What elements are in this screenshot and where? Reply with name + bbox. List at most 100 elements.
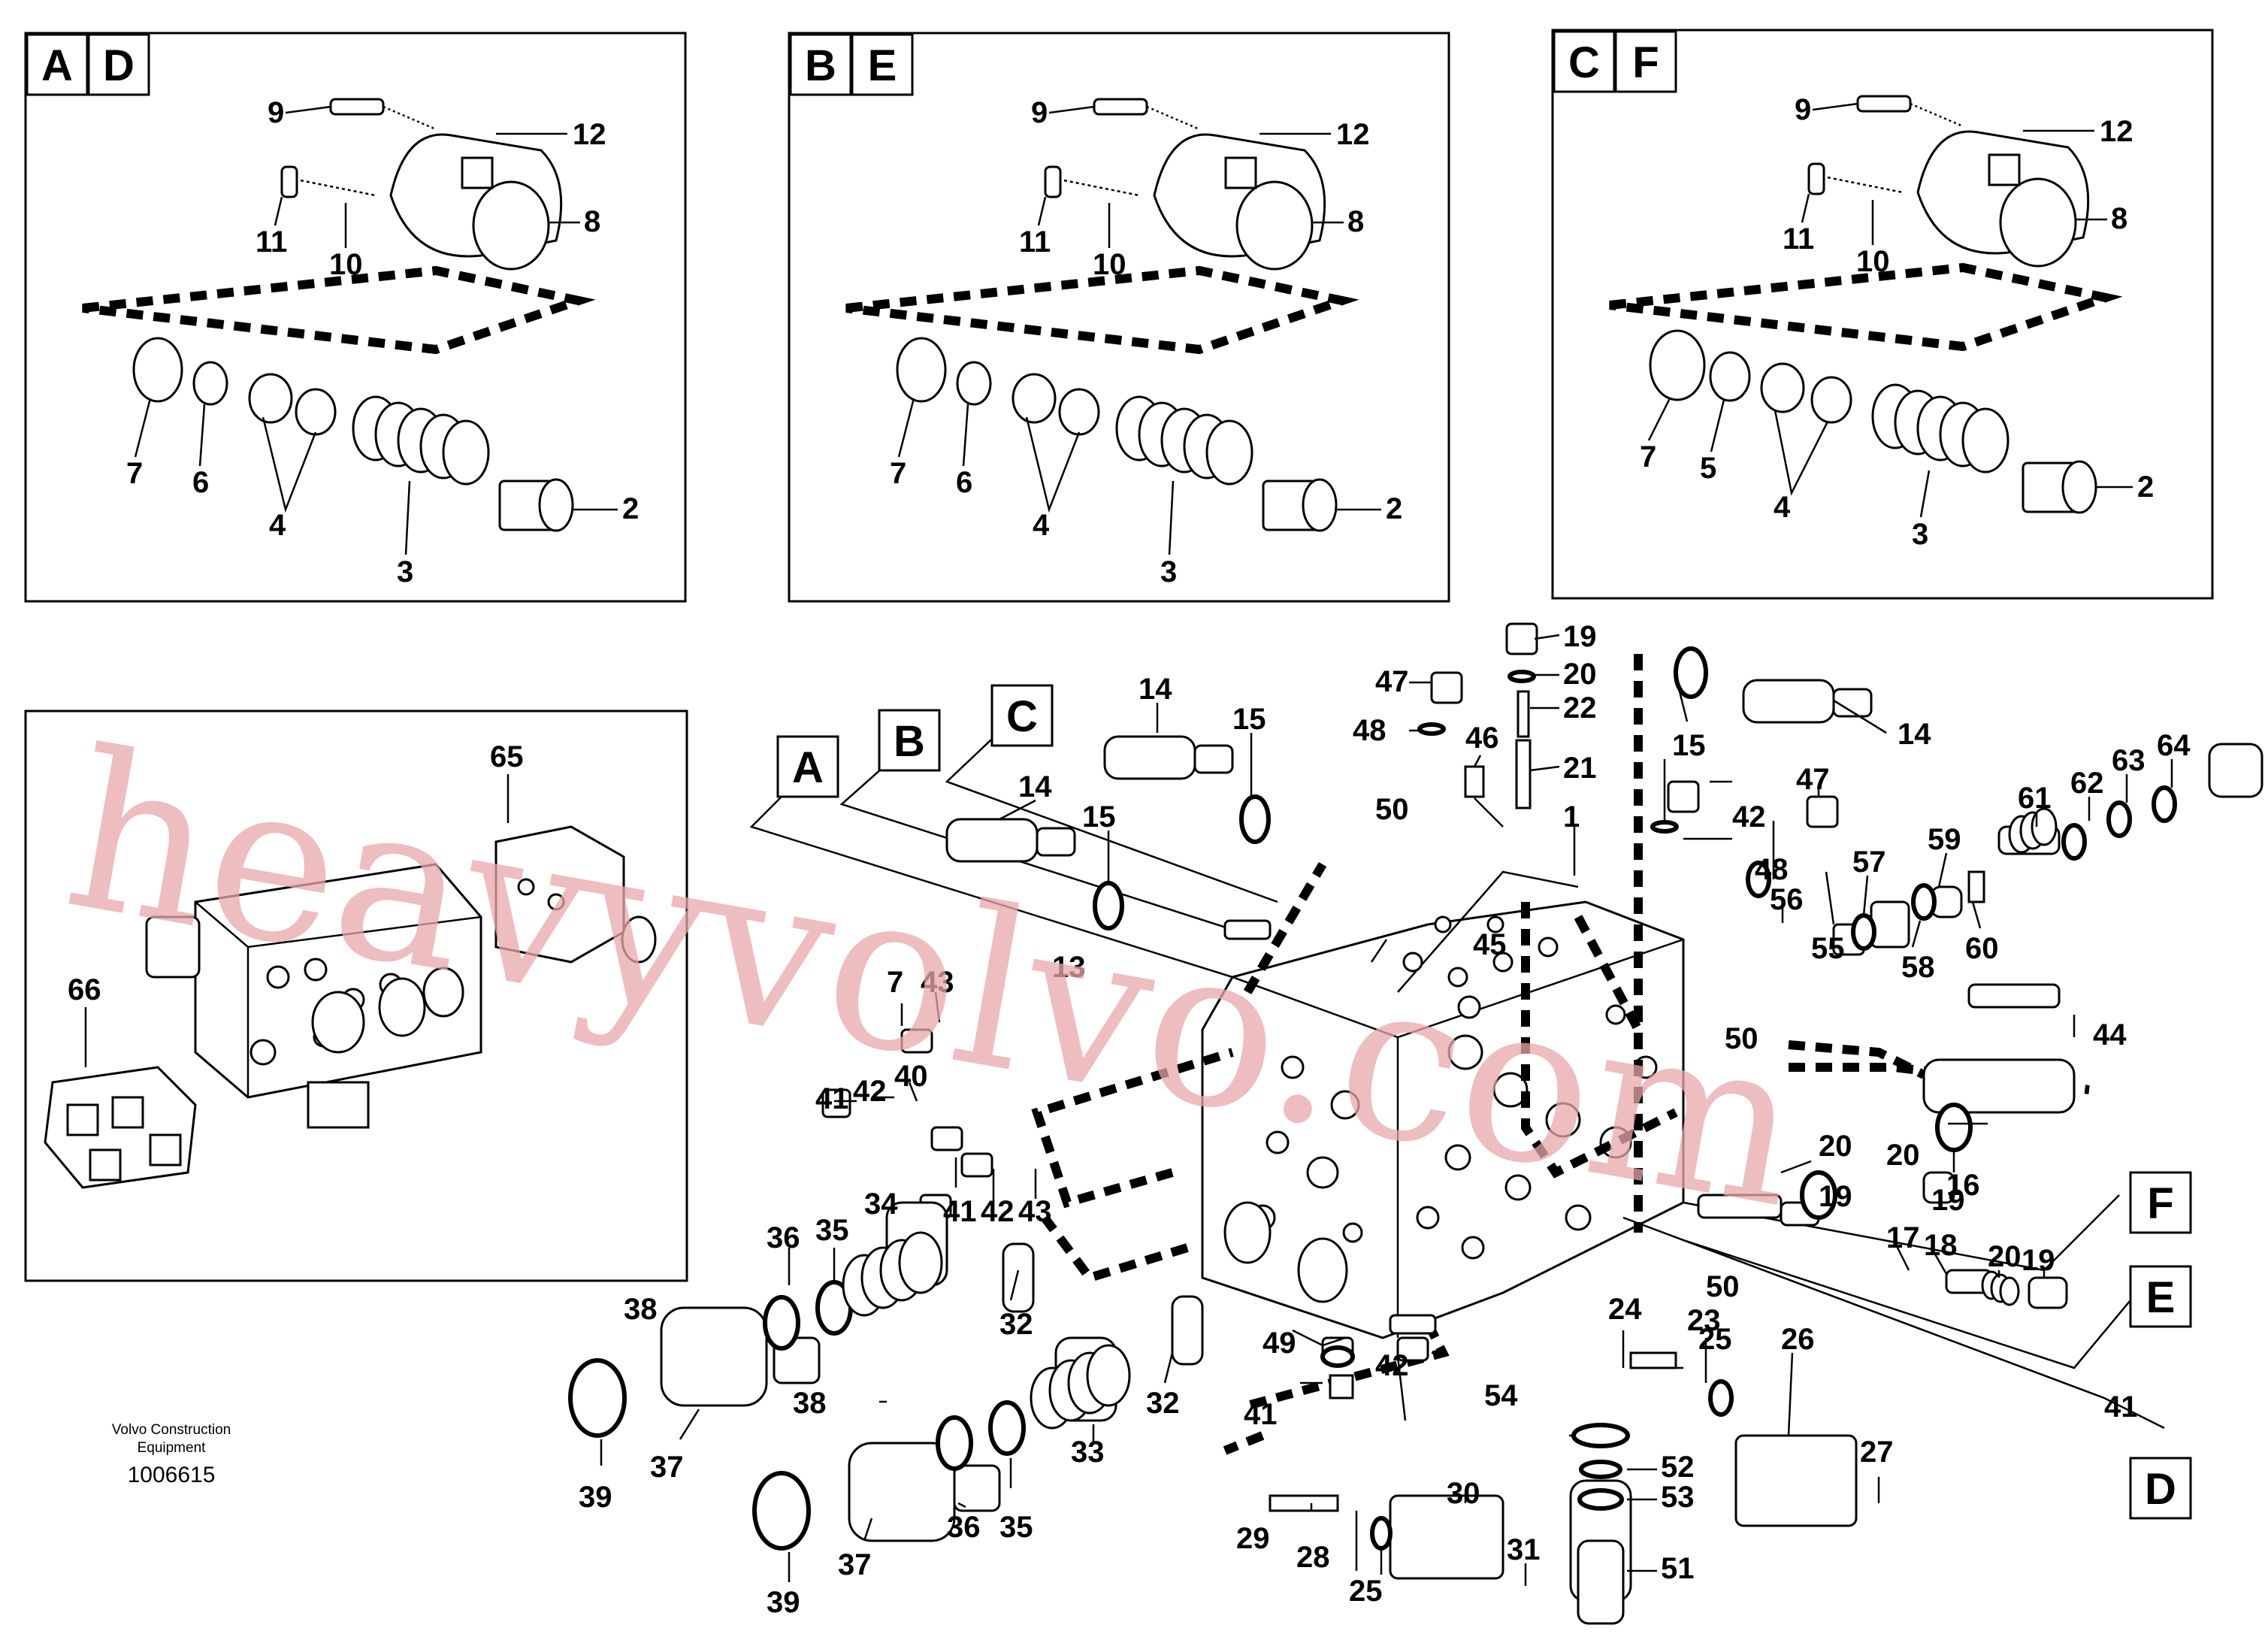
callout: 19 — [2022, 1244, 2055, 1277]
callout: 9 — [268, 96, 284, 129]
callout: 53 — [1661, 1481, 1695, 1514]
callout: 44 — [2093, 1018, 2127, 1051]
callout: 2 — [2137, 471, 2154, 504]
callout: 10 — [329, 248, 363, 281]
callout: 19 — [1931, 1184, 1965, 1217]
callout: 14 — [1018, 770, 1052, 803]
callout: 61 — [2018, 782, 2052, 815]
callout: 10 — [1093, 248, 1126, 281]
callout: 35 — [815, 1214, 849, 1247]
callout: 21 — [1563, 752, 1597, 785]
callout: 59 — [1928, 823, 1961, 856]
callout: 37 — [838, 1548, 872, 1581]
section-tag: A — [792, 743, 824, 792]
callout: 35 — [999, 1511, 1033, 1544]
callout: 14 — [1898, 718, 1931, 751]
callout: 42 — [853, 1075, 887, 1108]
callout: 38 — [624, 1293, 658, 1326]
callout: 11 — [256, 225, 287, 259]
callout: 25 — [1698, 1323, 1732, 1356]
callout: 7 — [126, 457, 143, 490]
callout: 41 — [2104, 1390, 2138, 1424]
callout: 50 — [1725, 1022, 1758, 1055]
callout: 45 — [1473, 928, 1507, 961]
callout: 4 — [1774, 491, 1791, 524]
box-tag: C — [1568, 38, 1600, 87]
callout: 11 — [1019, 225, 1051, 259]
section-tag: B — [894, 717, 925, 766]
callout: 49 — [1263, 1327, 1296, 1360]
section-tag: E — [2146, 1273, 2176, 1322]
callout: 1 — [1563, 800, 1580, 834]
callout: 36 — [767, 1221, 800, 1254]
callout: 19 — [1819, 1180, 1852, 1213]
callout: 3 — [397, 555, 413, 589]
callout: 42 — [1732, 800, 1766, 834]
callout: 7 — [890, 457, 906, 490]
callout: 37 — [650, 1451, 684, 1484]
callout: 57 — [1852, 846, 1886, 879]
callout: 47 — [1375, 665, 1409, 698]
callout: 2 — [622, 492, 639, 525]
box-tag: A — [41, 41, 73, 90]
callout: 42 — [981, 1195, 1015, 1228]
section-tag: C — [1006, 692, 1038, 741]
callout: 16 — [1946, 1169, 1980, 1202]
callout: 33 — [1071, 1436, 1105, 1469]
caption-drawing-number: 1006615 — [128, 1463, 216, 1487]
drawing-caption: Volvo Construction Equipment 1006615 — [112, 1422, 231, 1487]
callout: 6 — [192, 466, 209, 499]
callout: 55 — [1811, 932, 1845, 965]
section-tag: F — [2147, 1179, 2173, 1228]
box-tag: E — [868, 41, 897, 90]
callout: 41 — [943, 1195, 977, 1228]
callout: 65 — [490, 740, 524, 773]
callout: 56 — [1770, 883, 1804, 916]
callout: 12 — [1336, 118, 1370, 151]
callout: 4 — [269, 509, 286, 542]
callout: 63 — [2112, 744, 2146, 777]
callout: 47 — [1796, 763, 1830, 796]
callout: 50 — [1706, 1270, 1740, 1303]
callout: 58 — [1901, 951, 1935, 984]
callout: 66 — [68, 973, 101, 1006]
callout: 20 — [1563, 658, 1597, 691]
callout: 12 — [573, 118, 606, 151]
callout: 41 — [1244, 1398, 1278, 1431]
callout: 43 — [1018, 1195, 1052, 1228]
callout: 20 — [1988, 1240, 2022, 1273]
callout: 15 — [1082, 800, 1116, 834]
callout: 32 — [999, 1308, 1033, 1341]
detail-box-ad: A D 9 12 11 10 8 7 6 4 3 2 — [24, 32, 687, 603]
callout: 6 — [956, 466, 972, 499]
callout: 54 — [1484, 1379, 1518, 1412]
detail-box-cf: C F 9 12 11 10 8 7 5 4 3 2 — [1551, 29, 2214, 600]
callout: 22 — [1563, 691, 1597, 725]
callout: 40 — [894, 1060, 928, 1093]
callout: 10 — [1856, 245, 1890, 278]
inset-box: 65 66 — [24, 710, 688, 1282]
box-tag: B — [805, 41, 836, 90]
callout: 36 — [947, 1511, 981, 1544]
callout: 46 — [1465, 722, 1499, 755]
callout: 32 — [1146, 1387, 1180, 1420]
callout: 23 — [1687, 1304, 1721, 1337]
callout: 60 — [1965, 932, 1999, 965]
callout: 8 — [2111, 202, 2127, 235]
callout: 30 — [1447, 1477, 1480, 1510]
callout: 41 — [815, 1082, 849, 1115]
callout: 5 — [1700, 452, 1716, 485]
callout: 64 — [2157, 729, 2191, 762]
box-tag: F — [1632, 38, 1659, 87]
callout: 15 — [1672, 729, 1706, 762]
callout: 24 — [1608, 1293, 1642, 1326]
callout: 52 — [1661, 1451, 1695, 1484]
callout: 39 — [579, 1481, 612, 1514]
callout: 8 — [584, 205, 600, 238]
callout: 51 — [1661, 1552, 1695, 1585]
caption-company-line2: Equipment — [138, 1440, 207, 1456]
callout: 50 — [1375, 793, 1409, 826]
callout: 34 — [864, 1188, 898, 1221]
callout: 9 — [1795, 93, 1811, 126]
